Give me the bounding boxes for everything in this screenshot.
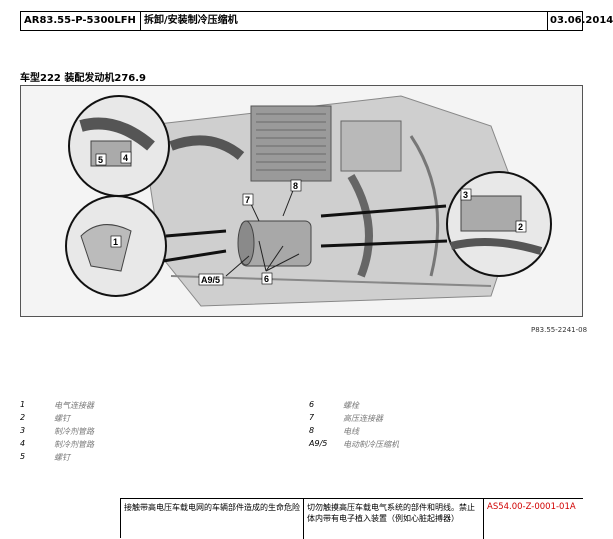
callout-2: 2 (518, 222, 523, 232)
legend-text-2: 螺钉 (54, 414, 70, 423)
legend-text-5: 螺钉 (54, 453, 70, 462)
callout-7: 7 (245, 195, 250, 205)
callout-8: 8 (293, 181, 298, 191)
document-id: AR83.55-P-5300LFH (21, 12, 141, 30)
engine-drawing: 5 4 1 7 8 6 3 2 A9/5 (21, 86, 582, 316)
figure-reference: P83.55-2241-08 (531, 326, 588, 334)
warning-measure: 切勿触摸高压车载电气系统的部件和明线。禁止体内带有电子植入装置（例如心脏起搏器） (304, 499, 484, 539)
callout-a9-5: A9/5 (201, 275, 220, 285)
legend-text-6: 螺栓 (343, 401, 359, 410)
callout-6: 6 (264, 274, 269, 284)
legend-num-6: 6 (309, 400, 315, 409)
engine-illustration: 5 4 1 7 8 6 3 2 A9/5 (20, 85, 583, 317)
document-header: AR83.55-P-5300LFH 拆卸/安装制冷压缩机 03.06.2014 (20, 11, 613, 31)
legend-num-4: 4 (20, 439, 26, 448)
legend-num-8: 8 (309, 426, 315, 435)
callout-3: 3 (463, 190, 468, 200)
legend-text-8: 电线 (343, 427, 359, 436)
warning-risk: 接触带高电压车载电网的车辆部件造成的生命危险 (121, 499, 304, 539)
legend-num-1: 1 (20, 400, 26, 409)
legend-num-5: 5 (20, 452, 26, 461)
warning-reference-link[interactable]: AS54.00-Z-0001-01A (487, 502, 576, 512)
legend-num-3: 3 (20, 426, 26, 435)
legend-text-1: 电气连接器 (54, 401, 94, 410)
callout-5: 5 (98, 155, 103, 165)
callout-1: 1 (113, 237, 118, 247)
callout-4: 4 (123, 153, 128, 163)
legend-text-4: 制冷剂管路 (54, 440, 94, 449)
document-date: 03.06.2014 (550, 15, 613, 26)
vehicle-line: 车型222 装配发动机276.9 (20, 73, 146, 84)
warning-table: 接触带高电压车载电网的车辆部件造成的生命危险 切勿触摸高压车载电气系统的部件和明… (120, 498, 583, 539)
legend-num-a9-5: A9/5 (309, 439, 328, 448)
legend-num-7: 7 (309, 413, 315, 422)
legend-text-3: 制冷剂管路 (54, 427, 94, 436)
legend-text-a9-5: 电动制冷压缩机 (343, 440, 399, 449)
legend-num-2: 2 (20, 413, 26, 422)
legend: 1 电气连接器 2 螺钉 3 制冷剂管路 4 制冷剂管路 5 螺钉 6 螺栓 7… (20, 400, 399, 462)
document-title: 拆卸/安装制冷压缩机 (141, 12, 548, 30)
legend-text-7: 高压连接器 (343, 414, 383, 423)
